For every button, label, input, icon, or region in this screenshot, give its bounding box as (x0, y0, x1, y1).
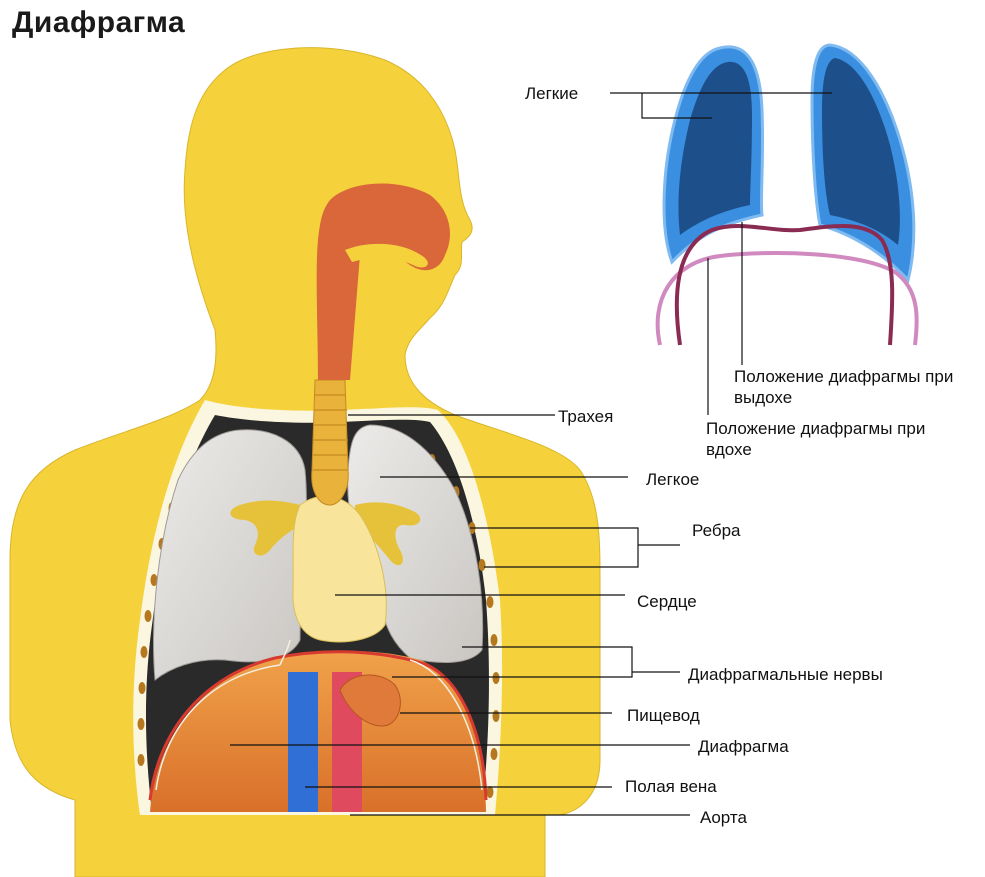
inhale-position-line (655, 251, 919, 346)
label-lungs-top: Легкие (525, 84, 579, 103)
label-heart: Сердце (637, 592, 697, 611)
label-aorta: Аорта (700, 808, 747, 827)
page-title: Диафрагма (12, 6, 186, 39)
diaphragm-edge (148, 650, 488, 801)
trachea-rings (313, 394, 348, 471)
bronchi-right (355, 502, 421, 566)
label-ribs: Ребра (692, 521, 741, 540)
diagram-right-lung-inner (822, 58, 900, 245)
phrenic-nerve-line (155, 639, 483, 791)
label-inhale-position: Положение диафрагмы при вдохе (706, 419, 926, 459)
airway (316, 183, 450, 380)
diagram-left-lung-inner (678, 61, 752, 235)
tongue-palate (345, 243, 428, 268)
trachea (311, 379, 349, 506)
label-vena-cava: Полая вена (625, 777, 717, 796)
label-phrenic-nerves: Диафрагмальные нервы (688, 665, 883, 684)
ribs-right (428, 454, 500, 798)
label-lung: Легкое (646, 470, 700, 489)
bronchi-left (230, 500, 302, 556)
label-exhale-position: Положение диафрагмы при выдохе (734, 367, 954, 407)
exhale-position-line (674, 223, 895, 346)
label-esophagus: Пищевод (627, 706, 700, 725)
label-trachea: Трахея (558, 407, 614, 426)
left-lung (153, 429, 307, 681)
vena-cava (288, 672, 318, 812)
lungs-diagram (655, 43, 919, 346)
heart (292, 495, 387, 643)
leader-lines (230, 92, 832, 816)
label-diaphragm: Диафрагма (698, 737, 789, 756)
esophagus-organ (339, 674, 401, 727)
